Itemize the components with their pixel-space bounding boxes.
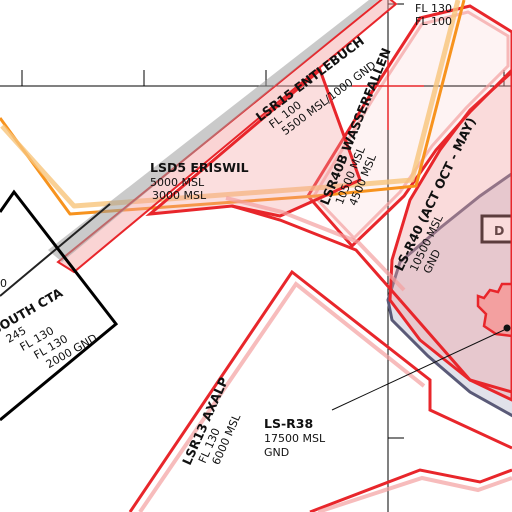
cta-label: SOUTH CTA 245 FL 130 FL 130 2000 GND: [0, 285, 99, 371]
tma-boundary: [0, 0, 466, 216]
town-dot-icon: [503, 324, 511, 332]
danger-badge: [480, 214, 512, 244]
lsd5-lower: 3000 MSL: [152, 189, 207, 202]
crosshair-icon: [352, 60, 424, 130]
top-label-fl100: FL 100: [415, 15, 452, 28]
lsr15-corridor: [0, 0, 406, 301]
top-label-fl130: FL 130: [415, 2, 452, 15]
lsr40-area: [388, 69, 512, 402]
lsr13-area: [128, 269, 512, 512]
lsr13-label: LSR13 AXALP FL 130 6000 MSL: [179, 375, 244, 467]
lsr38-leader: [331, 329, 505, 411]
cta-limit-fragment: 0: [0, 277, 7, 290]
danger-zone: D: [386, 171, 512, 418]
cta-name: SOUTH CTA: [0, 285, 65, 338]
danger-badge-label: D: [494, 223, 504, 238]
lsr38-name: LS-R38: [264, 416, 313, 431]
lsd5-upper: 5000 MSL: [150, 176, 205, 189]
lsd5-label: LSD5 ERISWIL 5000 MSL 3000 MSL: [150, 160, 249, 202]
lsr38-label: LS-R38 17500 MSL GND: [264, 416, 326, 459]
lsd5-name: LSD5 ERISWIL: [150, 160, 249, 175]
town-outline: [476, 282, 512, 338]
lsr38-upper: 17500 MSL: [264, 432, 326, 445]
cta-boundary: [0, 189, 119, 422]
lsr38-lower: GND: [264, 446, 289, 459]
